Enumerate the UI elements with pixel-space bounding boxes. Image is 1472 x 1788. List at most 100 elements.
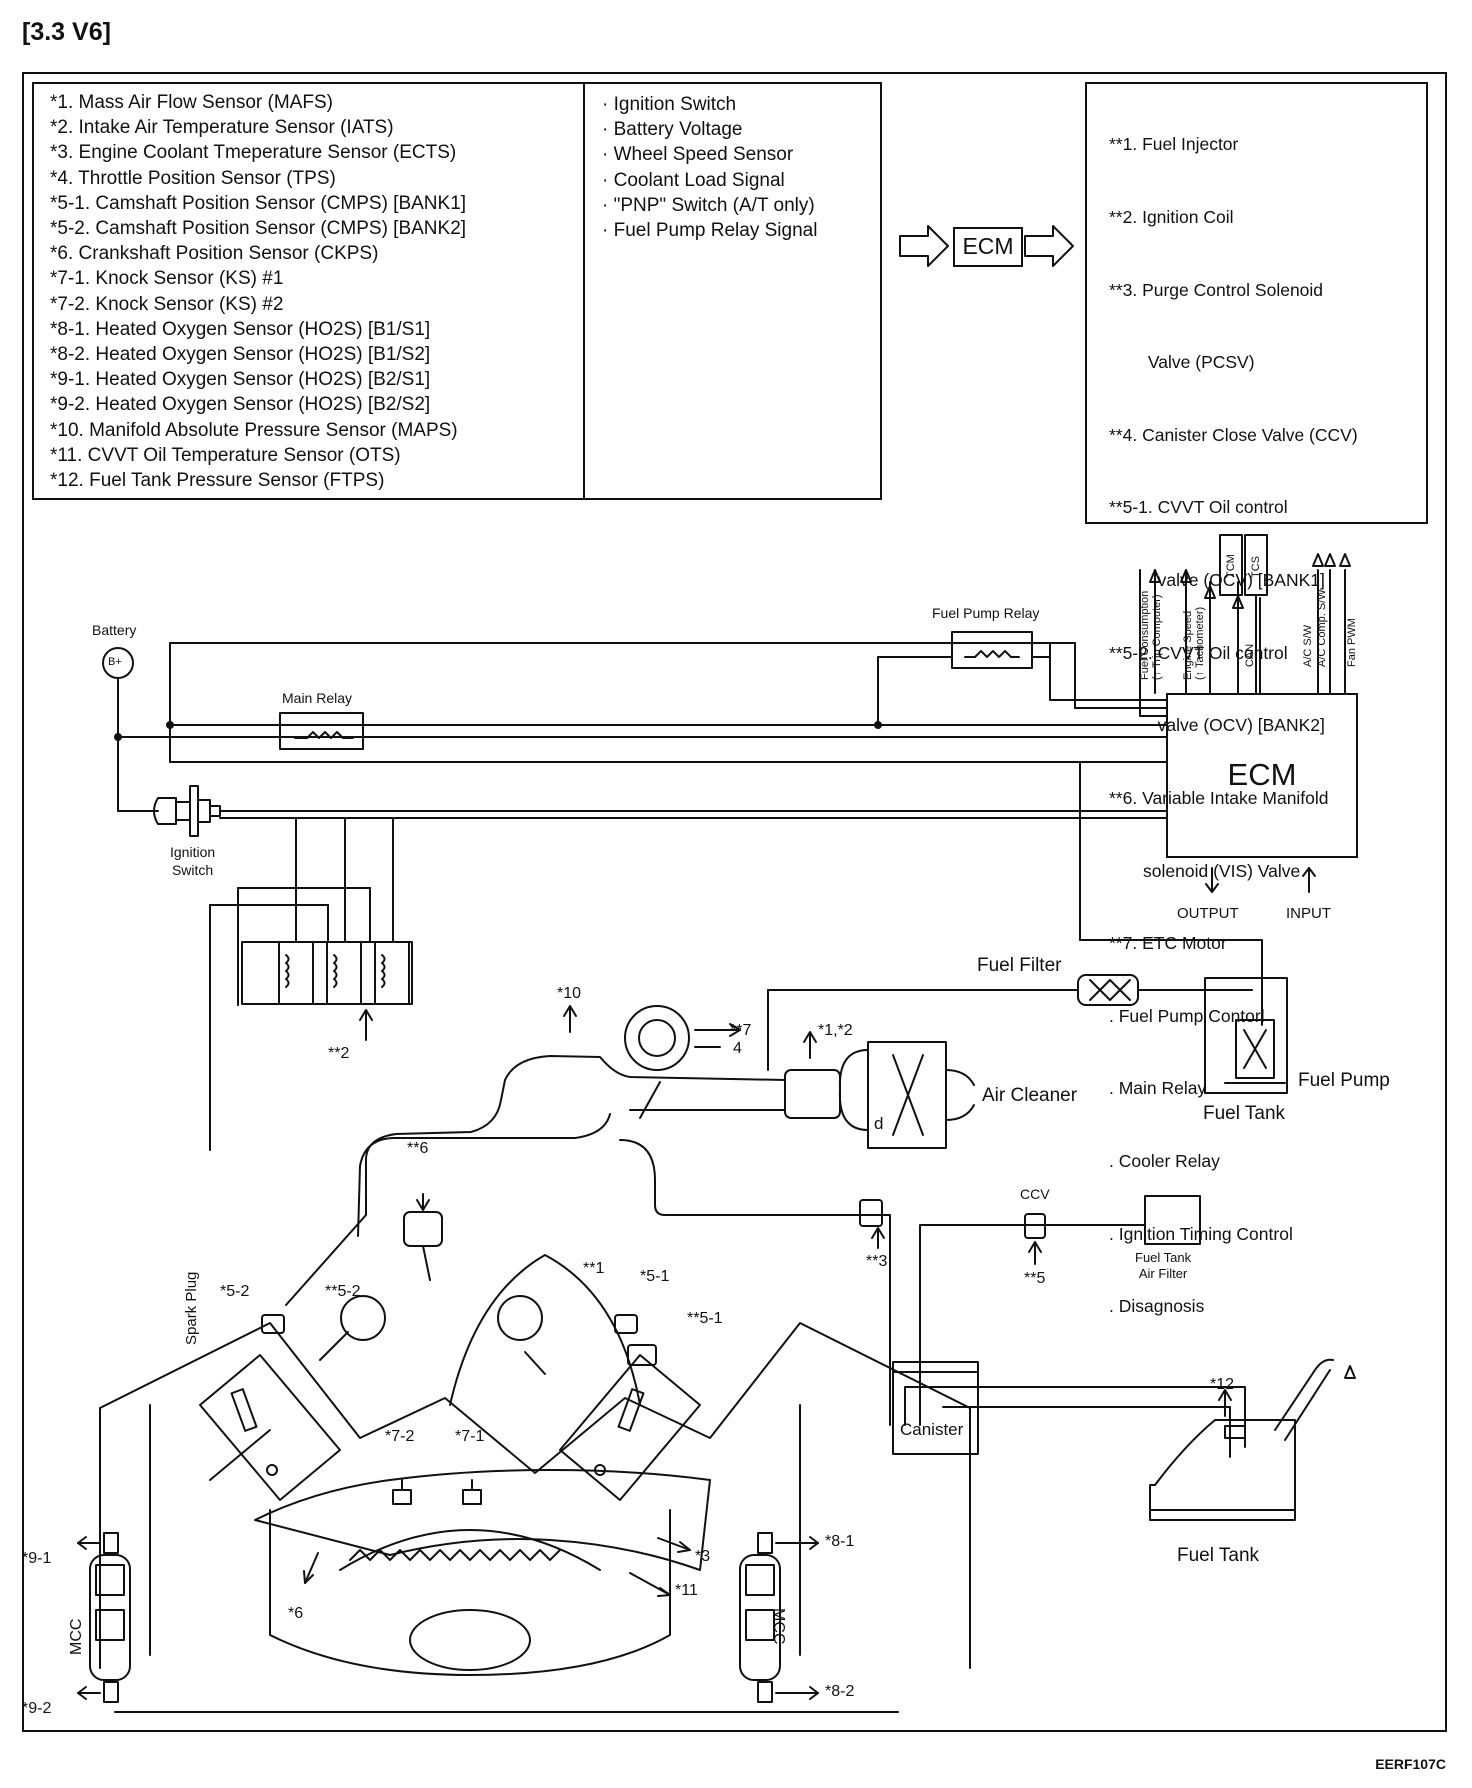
callout-4: 4 — [733, 1040, 742, 1057]
fuel-filter-label: Fuel Filter — [977, 955, 1062, 976]
callout-7-1: *7-1 — [455, 1428, 485, 1445]
list-item: · Battery Voltage — [602, 119, 743, 141]
callout-7: **7 — [730, 1022, 752, 1039]
cmps-5-2-icon — [261, 1314, 285, 1334]
callout-8-2: *8-2 — [825, 1683, 855, 1700]
tcm-label: TCM — [1225, 554, 1237, 578]
fuel-tank-top-icon — [1204, 977, 1288, 1094]
list-item: *5-2. Camshaft Position Sensor (CMPS) [B… — [50, 218, 467, 240]
air-cleaner-label: Air Cleaner — [982, 1085, 1078, 1106]
list-item: *11. CVVT Oil Temperature Sensor (OTS) — [50, 444, 401, 466]
list-item: *7-1. Knock Sensor (KS) #1 — [50, 268, 284, 290]
list-item: **6. Variable Intake Manifold — [1109, 787, 1329, 808]
list-item: *2. Intake Air Temperature Sensor (IATS) — [50, 117, 394, 139]
page-title: [3.3 V6] — [22, 18, 111, 46]
list-item: Valve (PCSV) — [1109, 352, 1255, 373]
ecm-block: ECM — [953, 227, 1023, 267]
callout-9-1: *9-1 — [22, 1550, 52, 1567]
callout-1b: **1 — [583, 1260, 605, 1277]
list-item: . Main Relay — [1109, 1078, 1207, 1099]
ac-comp-sw-label: A/C Comp. S/W — [1316, 589, 1328, 667]
list-item: *4. Throttle Position Sensor (TPS) — [50, 167, 336, 189]
fuel-tank-air-filter-label: Fuel Tank Air Filter — [1135, 1250, 1192, 1281]
output-actuator-box: **1. Fuel Injector **2. Ignition Coil **… — [1085, 82, 1428, 1316]
callout-6a: **6 — [407, 1140, 429, 1157]
list-item: · "PNP" Switch (A/T only) — [602, 194, 815, 216]
tcm-box — [1219, 534, 1243, 596]
fuel-consumption-label: Fuel Consumption (↑ Trip Computer) — [1139, 590, 1163, 680]
list-item: *7-2. Knock Sensor (KS) #2 — [50, 293, 284, 315]
cmps-5-1-icon — [614, 1314, 638, 1334]
fuel-pump-relay-label: Fuel Pump Relay — [932, 605, 1040, 621]
callout-9-2: *9-2 — [22, 1700, 52, 1717]
main-relay-label: Main Relay — [282, 690, 353, 706]
fuel-pump-relay-icon — [951, 631, 1033, 669]
list-item: solenoid (VIS) Valve — [1109, 860, 1301, 881]
signal-list: · Ignition Switch · Battery Voltage · Wh… — [602, 92, 817, 243]
list-item: . Disagnosis — [1109, 1296, 1205, 1317]
mcc-left-icon — [89, 1554, 131, 1681]
list-item: · Wheel Speed Sensor — [602, 144, 794, 166]
o2-sensor-8-1-icon — [757, 1532, 773, 1554]
callout-7-2: *7-2 — [385, 1428, 415, 1445]
list-item: **1. Fuel Injector — [1109, 134, 1239, 155]
fuel-injector-icon — [319, 1295, 546, 1375]
mafs-housing-icon — [784, 1069, 841, 1119]
engine-block-icon — [99, 1322, 971, 1669]
list-item: · Fuel Pump Relay Signal — [602, 220, 818, 242]
o2-sensor-9-2-icon — [103, 1681, 119, 1703]
list-item: *10. Manifold Absolute Pressure Sensor (… — [50, 419, 458, 441]
ignition-coil-pack-icon — [241, 941, 413, 1005]
list-item: *3. Engine Coolant Tmeperature Sensor (E… — [50, 142, 457, 164]
figure-code: EERF107C — [1375, 1756, 1446, 1772]
can-label: CAN — [1244, 643, 1256, 667]
fuel-pressure-sensor-icon — [1224, 1425, 1246, 1439]
list-item: *12. Fuel Tank Pressure Sensor (FTPS) — [50, 470, 385, 492]
callout-12: *12 — [1210, 1376, 1235, 1393]
fuel-tank-bottom-icon — [1149, 1419, 1296, 1521]
input-label: INPUT — [1286, 905, 1331, 922]
intake-manifold-icon — [285, 1055, 786, 1306]
etc-motor-icon — [624, 1005, 690, 1071]
fuel-tank-bottom-label: Fuel Tank — [1177, 1545, 1260, 1566]
callout-5-2a: *5-2 — [220, 1283, 250, 1300]
callout-8-1: *8-1 — [825, 1533, 855, 1550]
hollow-arrow-in-icon — [899, 225, 949, 267]
fuel-filter-icon — [1077, 974, 1139, 1006]
fuel-pump-label: Fuel Pump — [1298, 1070, 1390, 1091]
list-item: . Fuel Pump Contorl — [1109, 1005, 1265, 1026]
output-label: OUTPUT — [1177, 905, 1239, 922]
hollow-arrow-out-icon — [1024, 225, 1074, 267]
ignition-switch-icon — [153, 785, 221, 837]
list-item: *9-1. Heated Oxygen Sensor (HO2S) [B2/S1… — [50, 369, 431, 391]
battery-label: Battery — [92, 622, 137, 638]
canister-icon — [892, 1361, 979, 1455]
input-sensor-box: *1. Mass Air Flow Sensor (MAFS) *2. Inta… — [32, 82, 882, 500]
ccv-icon — [1024, 1213, 1046, 1239]
fuel-tank-air-filter-icon — [1144, 1195, 1201, 1245]
list-item: · Coolant Load Signal — [602, 169, 785, 191]
list-item: *1. Mass Air Flow Sensor (MAFS) — [50, 92, 333, 113]
list-item: *6. Crankshaft Position Sensor (CKPS) — [50, 243, 379, 265]
air-cleaner-icon — [867, 1041, 947, 1149]
o2-sensor-8-2-icon — [757, 1681, 773, 1703]
callout-10: *10 — [557, 985, 582, 1002]
knock-sensor-7-1-icon — [462, 1489, 482, 1505]
list-item: . Cooler Relay — [1109, 1150, 1220, 1171]
callout-1-2: *1,*2 — [818, 1022, 853, 1039]
callout-5-2b: **5-2 — [325, 1283, 361, 1300]
list-item: *8-2. Heated Oxygen Sensor (HO2S) [B1/S2… — [50, 344, 431, 366]
ccv-label: CCV — [1020, 1186, 1050, 1202]
list-item: **5-2. CVVT Oil control — [1109, 642, 1288, 663]
sensor-list: *1. Mass Air Flow Sensor (MAFS) *2. Inta… — [50, 90, 466, 493]
spark-plug-label: Spark Plug — [183, 1271, 200, 1345]
ocv-5-1-icon — [627, 1344, 657, 1366]
ecm-main-block: ECM — [1166, 693, 1358, 858]
tcs-label: TCS — [1250, 556, 1262, 578]
battery-symbol: B+ — [108, 656, 122, 668]
list-item: *9-2. Heated Oxygen Sensor (HO2S) [B2/S2… — [50, 394, 431, 416]
pcsv-icon — [859, 1199, 883, 1227]
callout-5-1b: **5-1 — [687, 1310, 723, 1327]
ignition-switch-label: Ignition Switch — [170, 844, 216, 878]
vis-solenoid-icon — [403, 1211, 443, 1247]
